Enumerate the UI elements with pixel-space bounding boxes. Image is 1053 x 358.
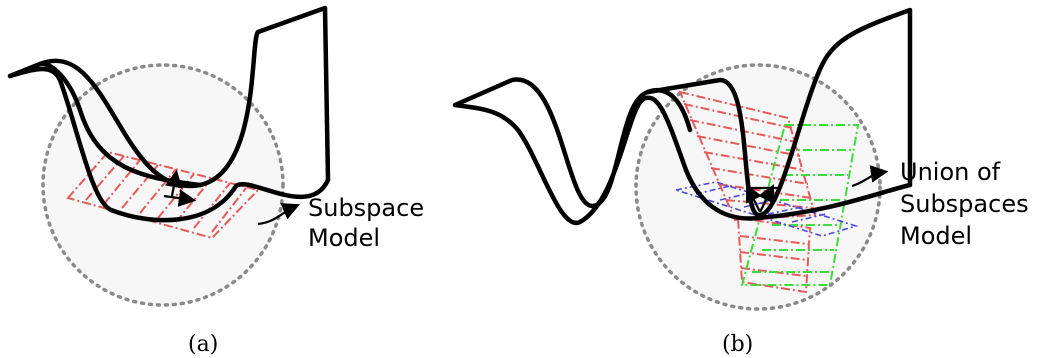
basis-arrows-a — [163, 169, 197, 207]
manifold-fold-b — [645, 87, 693, 133]
union-of-subspaces-model-label: Union of Subspaces Model — [900, 158, 1036, 250]
panel-a: Subspace Model (a) — [7, 5, 432, 357]
callout-arrow-b — [851, 165, 889, 188]
caption-b: (b) — [722, 332, 753, 357]
subspace-model-label: Subspace Model — [308, 194, 432, 252]
basis-arrows-b — [746, 184, 778, 213]
manifold-sheet-a — [7, 5, 331, 223]
callout-arrow-a — [257, 203, 301, 226]
caption-a: (a) — [188, 332, 218, 357]
manifold-fold-a — [37, 61, 203, 188]
manifold-sheet-b — [452, 7, 913, 226]
panel-b: Union of Subspaces Model (b) — [452, 7, 1036, 357]
subspace-plane-green — [740, 124, 860, 286]
